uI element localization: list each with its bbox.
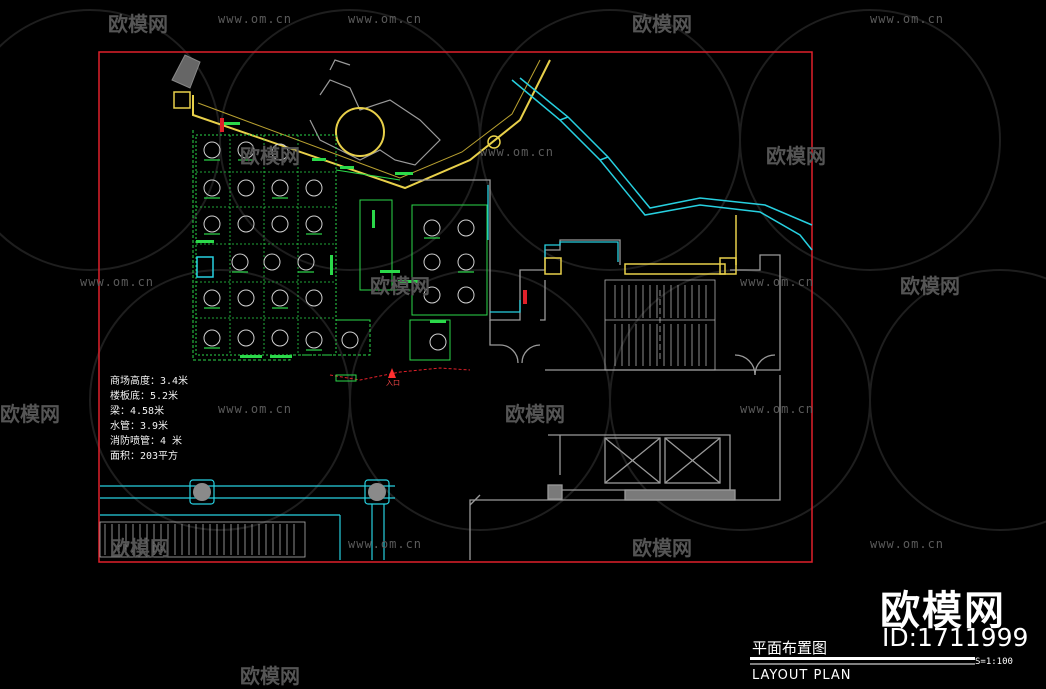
drawing-title: 平面布置图 [752,639,828,657]
watermark-text: www.om.cn [348,12,423,26]
columns [193,483,386,501]
drawing-scale: S=1:100 [975,657,1013,667]
staircase [604,279,716,371]
watermark-text: www.om.cn [870,537,945,551]
watermark-logo: 欧模网 [240,664,300,688]
watermark-text: www.om.cn [218,12,293,26]
watermark-logo: 欧模网 [0,402,60,426]
beam-strip [544,215,737,275]
watermark-text: www.om.cn [348,537,423,551]
watermark-text: www.om.cn [740,402,815,416]
watermark-logo: 欧模网 [900,274,960,298]
entry-marker [220,118,527,382]
escalator [99,521,306,558]
boundary-walls [171,54,551,190]
entry-label: 入口 [386,379,400,387]
watermark-text: www.om.cn [740,275,815,289]
note-water-pipe: 水管：3.9米 [110,421,169,432]
watermark-logo: 欧模网 [766,144,826,168]
drawing-frame [98,51,813,563]
watermark-text: www.om.cn [80,275,155,289]
watermark-logo: 欧模网 [505,402,565,426]
note-mall-height: 商场高度：3.4米 [110,376,189,387]
service-rooms [487,185,619,313]
watermark-text: www.om.cn [480,145,555,159]
note-sprinkler: 消防喷管：4 米 [110,436,183,447]
watermark-text: www.om.cn [218,402,293,416]
note-beam: 梁：4.58米 [110,406,165,417]
lower-walkway [100,479,395,560]
watermark-logo: 欧模网 [632,536,692,560]
elevator-core [547,434,736,501]
note-slab-bottom: 楼板底：5.2米 [110,391,179,402]
drawing-title-english: LAYOUT PLAN [752,668,852,683]
brand-logo: 欧模网 [880,588,1006,634]
watermark-logo: 欧模网 [370,274,430,298]
watermark-text: www.om.cn [870,12,945,26]
watermark-logo: 欧模网 [110,536,170,560]
watermark-logo: 欧模网 [108,12,168,36]
watermark-logo: 欧模网 [632,12,692,36]
watermark-logo: 欧模网 [240,144,300,168]
plan-labels [196,122,446,358]
title-bars [750,657,975,665]
site-notes: 商场高度：3.4米 楼板底：5.2米 梁：4.58米 水管：3.9米 消防喷管：… [110,374,188,464]
note-area: 面积：203平方 [110,451,179,462]
dining-tables [196,135,475,355]
curved-wall [511,77,813,251]
brand-id: ID:1711999 [882,623,1029,652]
adjacent-building [309,59,501,166]
dining-area [192,130,488,361]
